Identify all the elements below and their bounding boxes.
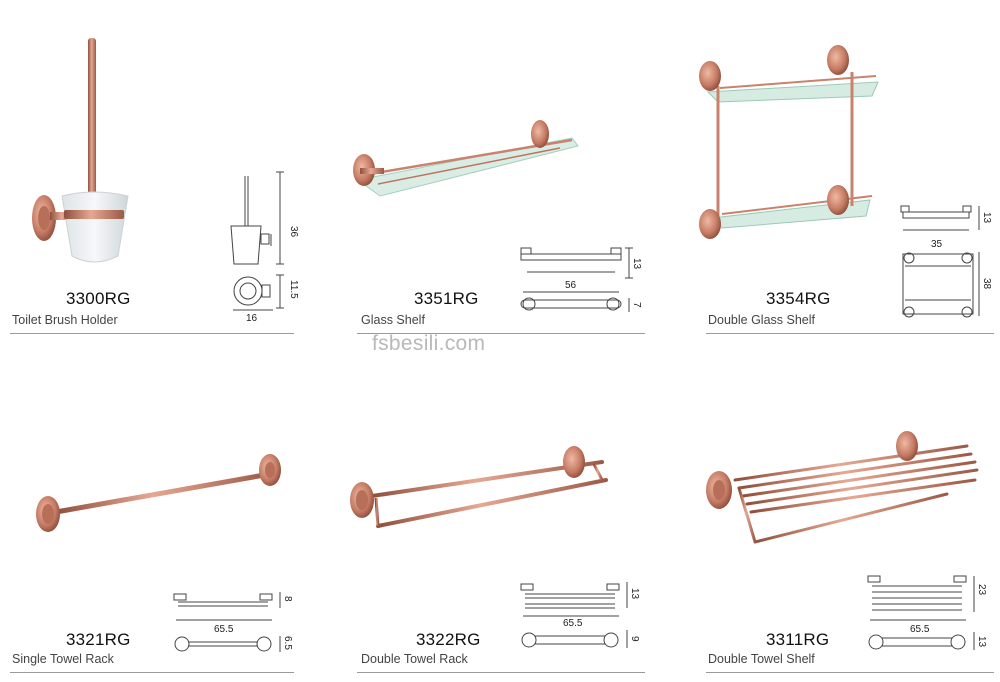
product-code: 3354RG bbox=[766, 289, 831, 308]
dim-depth: 6.5 bbox=[282, 636, 293, 650]
divider bbox=[357, 672, 645, 673]
single-towel-rack-diagram: 8 65.5 6.5 bbox=[173, 592, 293, 652]
dim-total-height: 38 bbox=[981, 278, 992, 290]
product-name: Glass Shelf bbox=[361, 313, 425, 327]
dim-height: 23 bbox=[976, 584, 987, 596]
dim-height: 13 bbox=[981, 212, 992, 224]
dim-width: 65.5 bbox=[910, 624, 930, 635]
product-name: Double Towel Shelf bbox=[708, 652, 815, 666]
dim-depth: 13 bbox=[976, 636, 987, 648]
product-name: Double Glass Shelf bbox=[708, 313, 816, 327]
dim-height: 8 bbox=[282, 596, 293, 602]
toilet-brush-holder-diagram: 36 11.5 16 bbox=[230, 171, 299, 324]
divider bbox=[706, 672, 994, 673]
glass-shelf-photo bbox=[353, 120, 579, 197]
dim-height: 13 bbox=[631, 258, 642, 270]
product-code: 3300RG bbox=[66, 289, 131, 308]
double-towel-shelf-photo bbox=[706, 431, 979, 544]
dim-width: 65.5 bbox=[214, 624, 234, 635]
product-name: Single Towel Rack bbox=[12, 652, 114, 666]
product-code: 3351RG bbox=[414, 289, 479, 308]
double-towel-shelf-diagram: 23 65.5 13 bbox=[867, 575, 987, 650]
dim-width: 35 bbox=[931, 239, 943, 250]
divider bbox=[357, 333, 645, 334]
dim-depth: 11.5 bbox=[288, 280, 299, 299]
double-glass-shelf-diagram: 13 35 38 bbox=[900, 205, 992, 318]
product-name: Toilet Brush Holder bbox=[12, 313, 118, 327]
single-towel-rack-photo bbox=[36, 454, 281, 532]
double-glass-shelf-photo bbox=[699, 45, 879, 239]
dim-depth: 7 bbox=[631, 302, 642, 308]
double-towel-rack-photo bbox=[350, 446, 608, 528]
product-name: Double Towel Rack bbox=[361, 652, 468, 666]
watermark-text: fsbesili.com bbox=[372, 332, 486, 355]
glass-shelf-diagram: 13 56 7 bbox=[520, 247, 642, 312]
divider bbox=[706, 333, 994, 334]
dim-width: 16 bbox=[246, 313, 258, 324]
toilet-brush-holder-photo bbox=[32, 38, 129, 263]
dim-height: 36 bbox=[288, 226, 299, 238]
double-towel-rack-diagram: 13 65.5 9 bbox=[520, 582, 640, 648]
product-code: 3321RG bbox=[66, 630, 131, 649]
product-code: 3311RG bbox=[766, 630, 830, 649]
dim-width: 56 bbox=[565, 280, 577, 291]
divider bbox=[10, 672, 294, 673]
dim-width: 65.5 bbox=[563, 618, 583, 629]
divider bbox=[10, 333, 294, 334]
product-code: 3322RG bbox=[416, 630, 481, 649]
dim-depth: 9 bbox=[629, 636, 640, 642]
dim-height: 13 bbox=[629, 588, 640, 600]
